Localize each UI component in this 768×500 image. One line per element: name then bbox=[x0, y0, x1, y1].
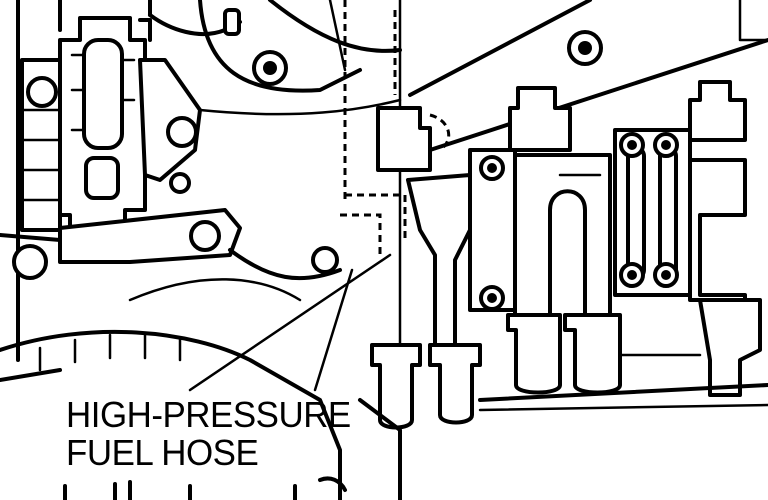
injector-nozzles bbox=[370, 298, 762, 430]
lower-engine-lines bbox=[0, 329, 768, 500]
upper-hoses bbox=[58, 0, 242, 42]
injector-caps bbox=[376, 80, 747, 172]
fuel-rail-plate-left bbox=[468, 148, 517, 312]
fuel-rail-plate-right bbox=[613, 128, 692, 297]
left-pulley-block bbox=[0, 58, 82, 280]
high-pressure-fuel-hoses bbox=[406, 153, 747, 347]
mount-bracket bbox=[58, 16, 147, 252]
bottom-edge-marks bbox=[63, 476, 347, 500]
high-pressure-fuel-hose-label: HIGH-PRESSURE FUEL HOSE bbox=[66, 396, 351, 472]
callout-line-2: FUEL HOSE bbox=[66, 432, 259, 473]
tension-arm bbox=[58, 58, 242, 264]
callout-leader-lines bbox=[188, 253, 392, 392]
engine-contours bbox=[128, 0, 768, 302]
callout-line-1: HIGH-PRESSURE bbox=[66, 394, 351, 435]
bolt-heads bbox=[252, 30, 603, 274]
hidden-lines bbox=[340, 0, 451, 258]
